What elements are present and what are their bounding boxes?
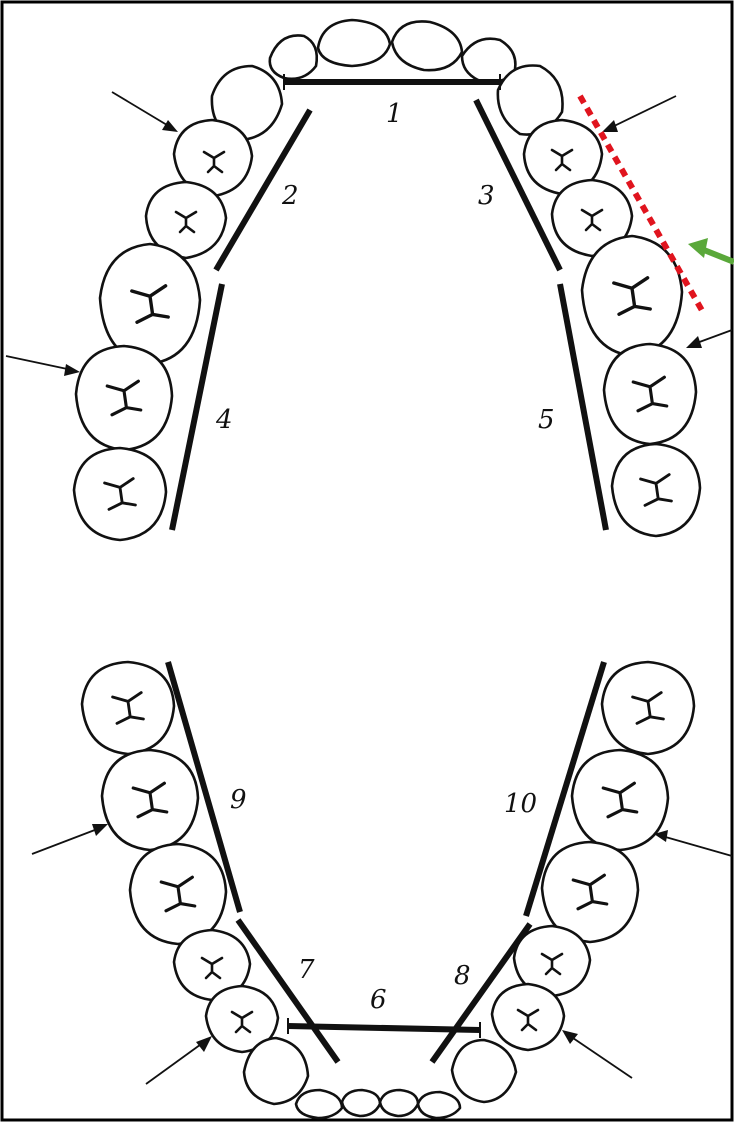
arrow-lower-left-premolar (145, 1036, 212, 1085)
measurement-segments (165, 74, 609, 1064)
segment-label-6: 6 (370, 985, 387, 1015)
upper-molars (72, 234, 702, 542)
segment-label-10: 10 (504, 789, 537, 819)
arrow-upper-right-molar (686, 329, 733, 348)
segment-label-4: 4 (215, 405, 233, 435)
segment-label-1: 1 (386, 99, 403, 129)
arrow-upper-right-premolar (602, 95, 677, 132)
pointer-arrows (5, 91, 733, 1085)
segment-label-7: 7 (298, 955, 315, 985)
segment-label-9: 9 (230, 785, 247, 815)
lower-arch (80, 660, 696, 1120)
green-arrow (688, 238, 734, 265)
upper-arch (72, 18, 702, 542)
lower-canines (242, 1036, 518, 1106)
arrow-lower-left-molar (31, 824, 108, 855)
segment-10-line (523, 661, 607, 917)
arrow-lower-right-premolar (562, 1030, 633, 1079)
lower-premolars (172, 924, 592, 1054)
segment-label-2: 2 (281, 181, 299, 211)
segment-5-line (557, 283, 609, 531)
arrow-lower-right-molar (654, 830, 733, 857)
segment-6-line (287, 1023, 481, 1033)
lower-incisors (294, 1088, 462, 1120)
segment-label-8: 8 (454, 961, 471, 991)
segment-label-5: 5 (538, 405, 555, 435)
segment-label-3: 3 (478, 181, 495, 211)
segment-7-line (235, 918, 341, 1064)
upper-incisors (268, 18, 517, 84)
lower-molars (80, 660, 696, 946)
arrow-upper-left-premolar (111, 91, 178, 132)
segment-3-line (473, 98, 563, 272)
segment-9-line (165, 661, 243, 913)
segment-4-line (169, 283, 225, 531)
segment-labels: 1 2 3 4 5 6 7 8 9 10 (215, 99, 555, 1015)
segment-8-line (429, 922, 533, 1064)
upper-premolars (144, 118, 634, 260)
arrow-upper-left-molar (5, 355, 80, 376)
segment-2-line (213, 108, 313, 272)
